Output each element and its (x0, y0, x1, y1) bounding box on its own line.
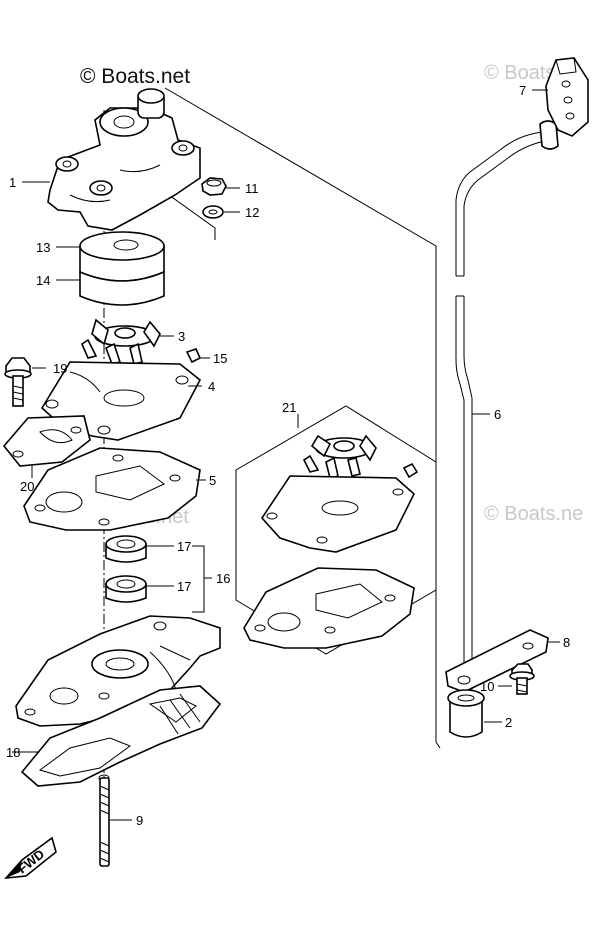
washer-part (202, 205, 224, 219)
watermark-primary: © Boats.net (80, 65, 190, 88)
nut-part (201, 177, 227, 196)
forward-direction-badge: FWD (4, 836, 57, 879)
part-label-1: 1 (9, 175, 16, 190)
watermark-right: © Boats.ne (484, 503, 583, 525)
part-label-19: 19 (53, 361, 67, 376)
part-label-2: 2 (505, 715, 512, 730)
part-label-5: 5 (209, 473, 216, 488)
plate-gasket (23, 447, 201, 531)
part-label-9: 9 (136, 813, 143, 828)
pump-case (47, 88, 201, 231)
part-label-11: 11 (245, 181, 259, 196)
part-label-3: 3 (178, 329, 185, 344)
part-label-18: 18 (6, 745, 20, 760)
impeller-part (81, 318, 161, 365)
pump-case-lower (15, 615, 221, 727)
oil-seal-upper (105, 535, 147, 563)
leader-lines (12, 89, 560, 821)
part-label-17-upper: 17 (177, 539, 191, 554)
part-label-7: 7 (519, 83, 526, 98)
bottom-gasket (20, 685, 222, 787)
oil-seal-lower (105, 575, 147, 603)
small-gasket (2, 415, 91, 467)
tube-grommet (545, 57, 589, 137)
stud-bolt (99, 777, 110, 867)
tube-end-seal (447, 689, 485, 738)
pump-liner (79, 231, 165, 306)
part-label-10: 10 (480, 679, 494, 694)
part-label-8: 8 (563, 635, 570, 650)
part-label-12: 12 (245, 205, 259, 220)
part-number-labels: 1 2 3 4 5 6 7 8 9 10 11 12 13 14 15 16 1… (6, 83, 570, 828)
part-label-14: 14 (36, 273, 50, 288)
part-label-15: 15 (213, 351, 227, 366)
water-tube (455, 120, 559, 690)
part-label-21: 21 (282, 400, 296, 415)
impeller-key (185, 348, 202, 364)
part-label-4: 4 (208, 379, 215, 394)
hex-bolt (4, 357, 32, 407)
part-label-16: 16 (216, 571, 230, 586)
part-label-6: 6 (494, 407, 501, 422)
part-label-17-lower: 17 (177, 579, 191, 594)
bracket-bolt (509, 663, 535, 695)
part-label-20: 20 (20, 479, 34, 494)
repair-kit-box (235, 405, 437, 655)
tube-bracket (445, 629, 549, 693)
part-label-13: 13 (36, 240, 50, 255)
